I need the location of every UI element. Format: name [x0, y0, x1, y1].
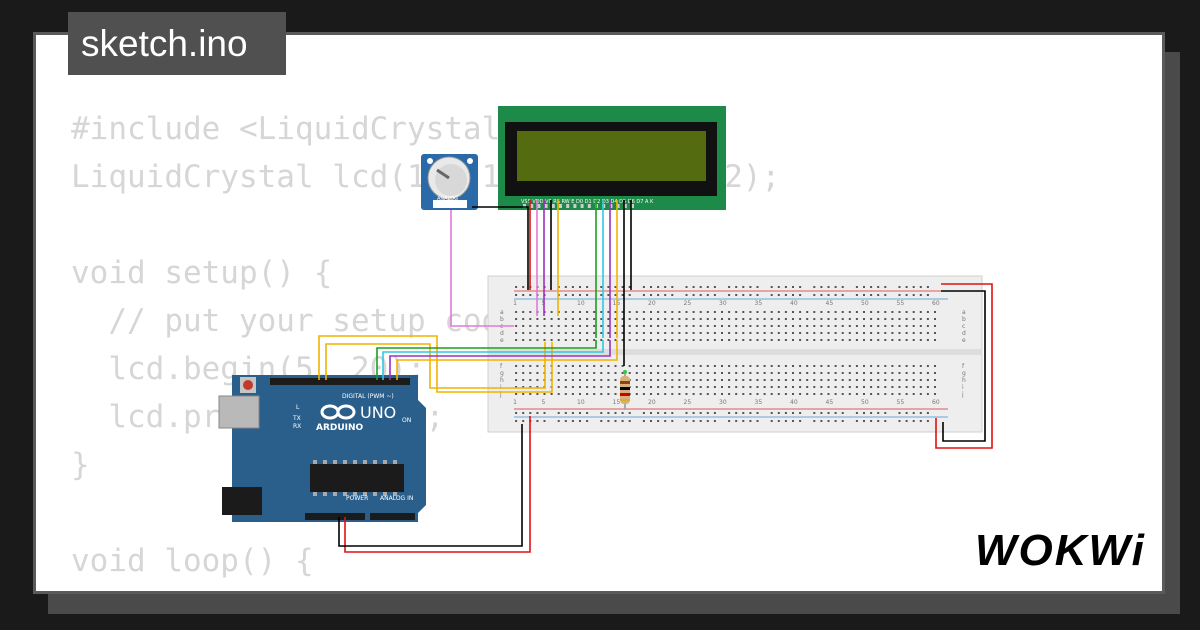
row-letter: a: [500, 309, 504, 316]
column-number: 20: [648, 300, 656, 307]
column-number: 60: [932, 399, 940, 406]
row-letter: j: [961, 391, 964, 398]
code-line: void setup() {: [71, 255, 333, 291]
tx-label: TX: [292, 415, 301, 422]
wokwi-logo: WOKWi: [975, 526, 1146, 575]
lcd-pin: [631, 204, 634, 208]
arduino-model: UNO: [360, 403, 396, 422]
row-letter: a: [962, 309, 966, 316]
column-number: 55: [897, 300, 905, 307]
column-number: 1: [513, 399, 517, 406]
column-number: 50: [861, 399, 869, 406]
lcd-pin: [523, 204, 526, 208]
row-letter: f: [962, 363, 965, 370]
lcd-display[interactable]: VSS VDD V0 RS RW E D0 D1 D2 D3 D4 D5 D6 …: [498, 106, 726, 210]
row-letter: b: [500, 316, 504, 323]
lcd-pin: [530, 204, 534, 208]
lcd-pin: [609, 204, 613, 208]
lcd-pin: [623, 204, 627, 208]
column-number: 60: [932, 300, 940, 307]
wires: [318, 200, 993, 553]
on-label: ON: [402, 417, 411, 424]
column-number: 5: [542, 399, 546, 406]
column-number: 25: [684, 300, 692, 307]
column-number: 35: [755, 399, 763, 406]
column-number: 10: [577, 300, 585, 307]
power-label: POWER: [346, 495, 368, 502]
rx-label: RX: [293, 423, 301, 430]
column-number: 30: [719, 399, 727, 406]
lcd-pin: [544, 204, 548, 208]
column-number: 40: [790, 300, 798, 307]
lcd-pin: [566, 204, 570, 208]
column-number: 10: [577, 399, 585, 406]
row-letter: d: [962, 330, 966, 337]
column-number: 25: [684, 399, 692, 406]
column-number: 30: [719, 300, 727, 307]
row-letter: h: [500, 377, 504, 384]
arduino-uno[interactable]: ARDUINO UNO DIGITAL (PWM ~) POWER ANALOG…: [218, 375, 426, 522]
row-letter: j: [499, 391, 502, 398]
potentiometer[interactable]: ANALOG: [421, 154, 478, 210]
column-number: 45: [826, 300, 834, 307]
column-number: 50: [861, 300, 869, 307]
column-number: 55: [897, 399, 905, 406]
pot-label: ANALOG: [437, 196, 458, 202]
breadboard[interactable]: 1155101015152020252530303535404045455050…: [487, 275, 983, 433]
arduino-logo-text: ARDUINO: [316, 423, 364, 433]
analog-label: ANALOG IN: [380, 495, 413, 502]
column-number: 35: [755, 300, 763, 307]
lcd-pin: [559, 204, 562, 208]
code-line: void loop() {: [71, 543, 314, 579]
row-letter: f: [500, 363, 503, 370]
lcd-pin: [587, 204, 591, 208]
column-number: 1: [513, 300, 517, 307]
lcd-pin-labels: VSS VDD V0 RS RW E D0 D1 D2 D3 D4 D5 D6 …: [521, 199, 654, 205]
row-letter: e: [962, 337, 966, 344]
l-label: L: [296, 404, 300, 411]
row-letter: d: [500, 330, 504, 337]
column-number: 40: [790, 399, 798, 406]
row-letter: g: [962, 370, 966, 377]
digital-label: DIGITAL (PWM ~): [342, 393, 394, 400]
lcd-pin: [537, 204, 541, 208]
lcd-pin: [573, 204, 577, 208]
column-number: 15: [613, 399, 621, 406]
row-letter: g: [500, 370, 504, 377]
lcd-pin: [580, 204, 584, 208]
resistor[interactable]: [620, 370, 630, 410]
code-line: }: [71, 447, 90, 483]
row-letter: b: [962, 316, 966, 323]
row-letter: e: [500, 337, 504, 344]
lcd-pin: [551, 204, 555, 208]
row-letter: c: [962, 323, 965, 330]
row-letter: i: [962, 384, 964, 391]
file-tab[interactable]: sketch.ino: [68, 12, 286, 75]
column-number: 20: [648, 399, 656, 406]
column-number: 45: [826, 399, 834, 406]
row-letter: h: [962, 377, 966, 384]
lcd-pin: [616, 204, 620, 208]
